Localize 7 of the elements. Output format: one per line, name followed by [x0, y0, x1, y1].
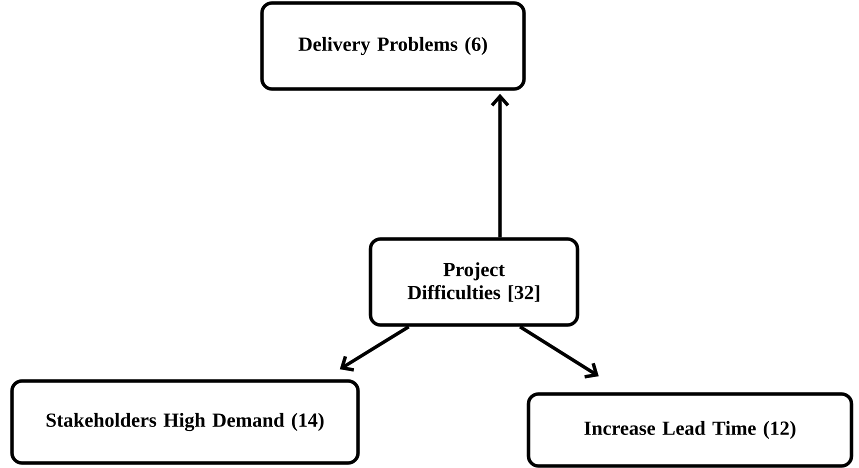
arrow — [519, 325, 599, 379]
concept-box: Stakeholders High Demand (14) — [10, 379, 360, 465]
arrow — [340, 325, 410, 372]
concept-box: Increase Lead Time (12) — [526, 392, 854, 468]
concept-box: Project Difficulties [32] — [368, 237, 580, 327]
concept-box: Delivery Problems (6) — [260, 1, 526, 91]
arrow — [490, 94, 510, 238]
